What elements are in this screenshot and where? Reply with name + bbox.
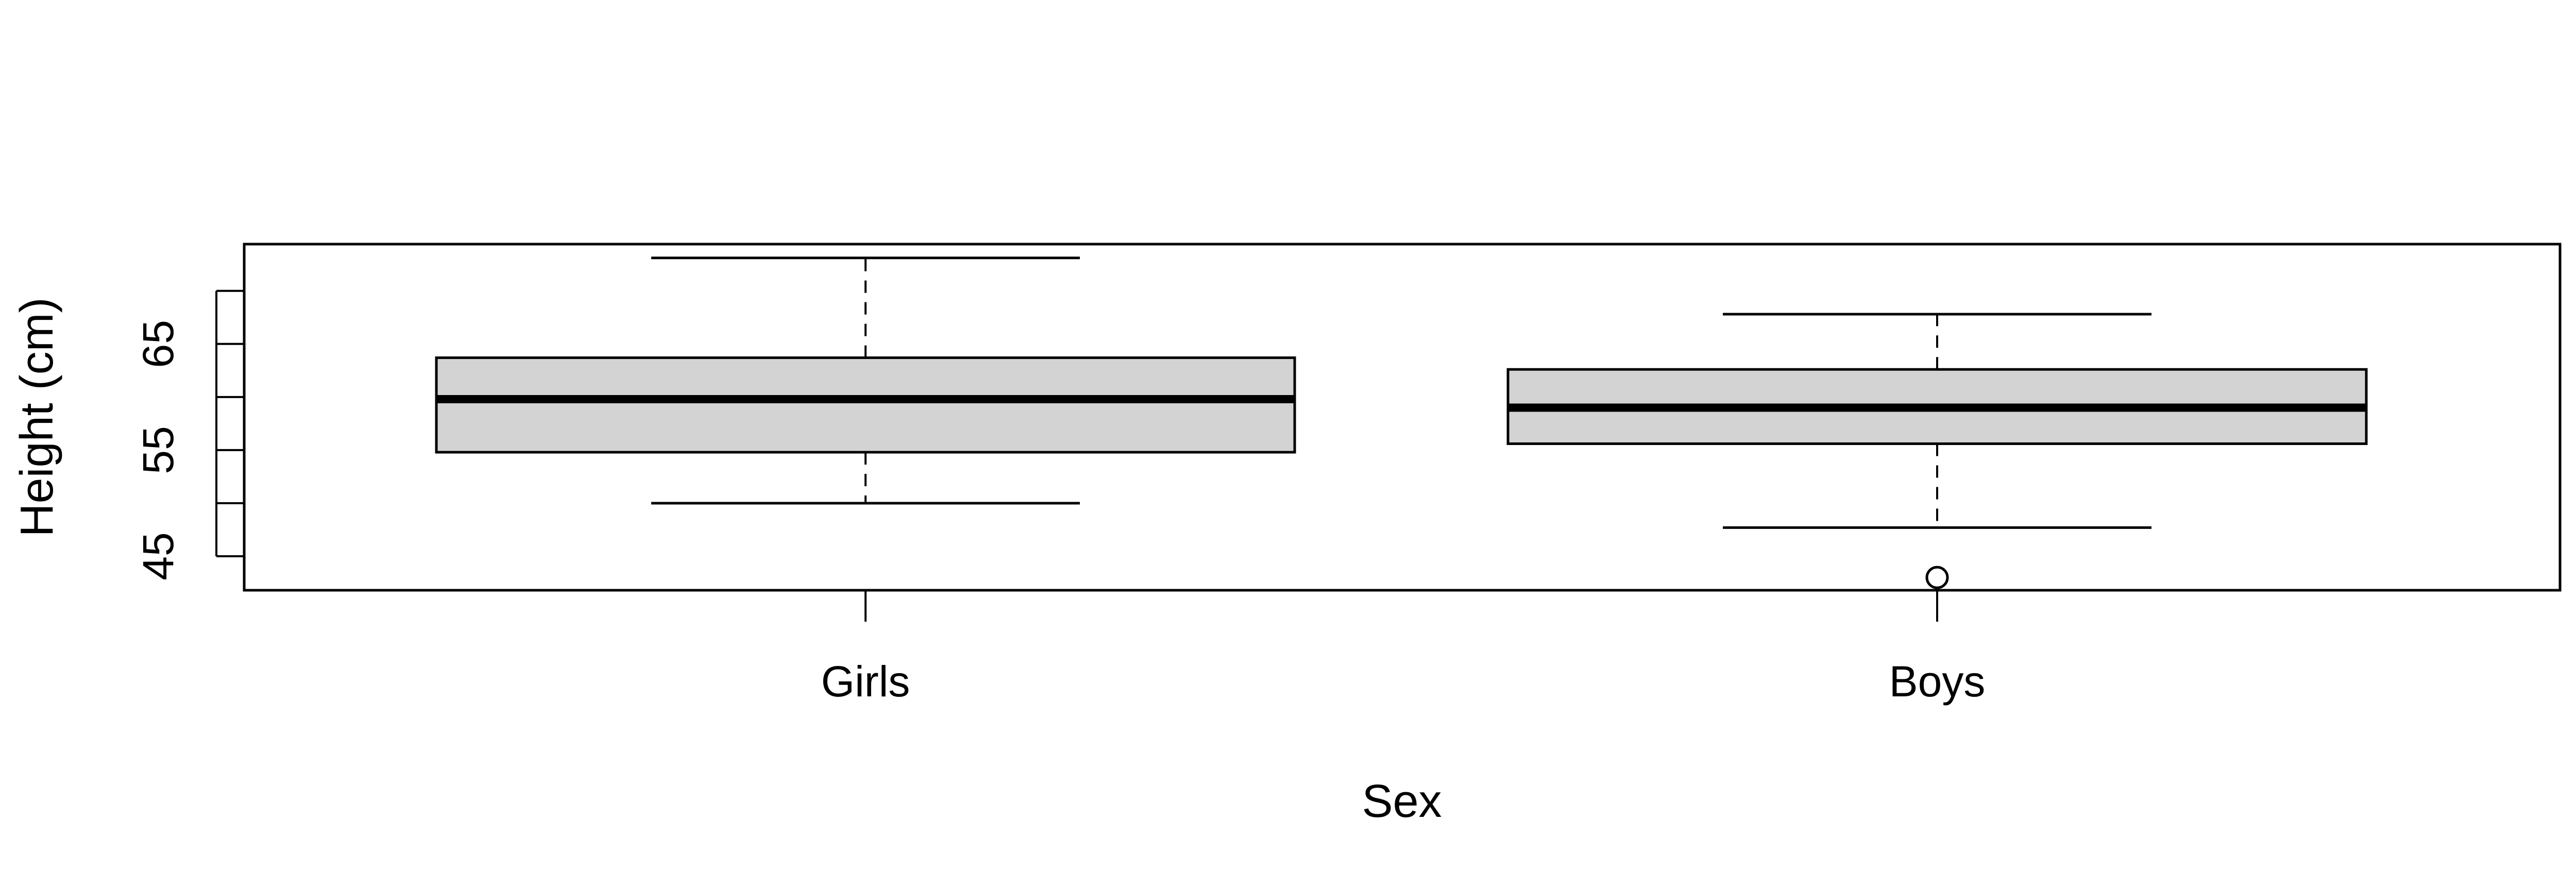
y-tick-label-55: 55 — [134, 426, 182, 474]
box-boys — [1506, 313, 2368, 589]
box-girls — [435, 256, 1296, 505]
x-tick-label-girls: Girls — [821, 657, 910, 706]
box-rect-girls — [435, 356, 1296, 454]
boxes — [435, 256, 2368, 589]
y-axis-title: Height (cm) — [11, 297, 63, 537]
y-axis: 45 55 65 — [134, 289, 244, 580]
y-tick-label-45: 45 — [134, 532, 182, 580]
x-tick-label-boys: Boys — [1889, 657, 1986, 706]
plot-frame — [243, 243, 2562, 592]
x-axis: Girls Boys — [821, 590, 1986, 706]
y-tick-label-65: 65 — [134, 320, 182, 368]
outlier-boys-0 — [1925, 566, 1949, 589]
x-axis-title: Sex — [1362, 776, 1442, 827]
